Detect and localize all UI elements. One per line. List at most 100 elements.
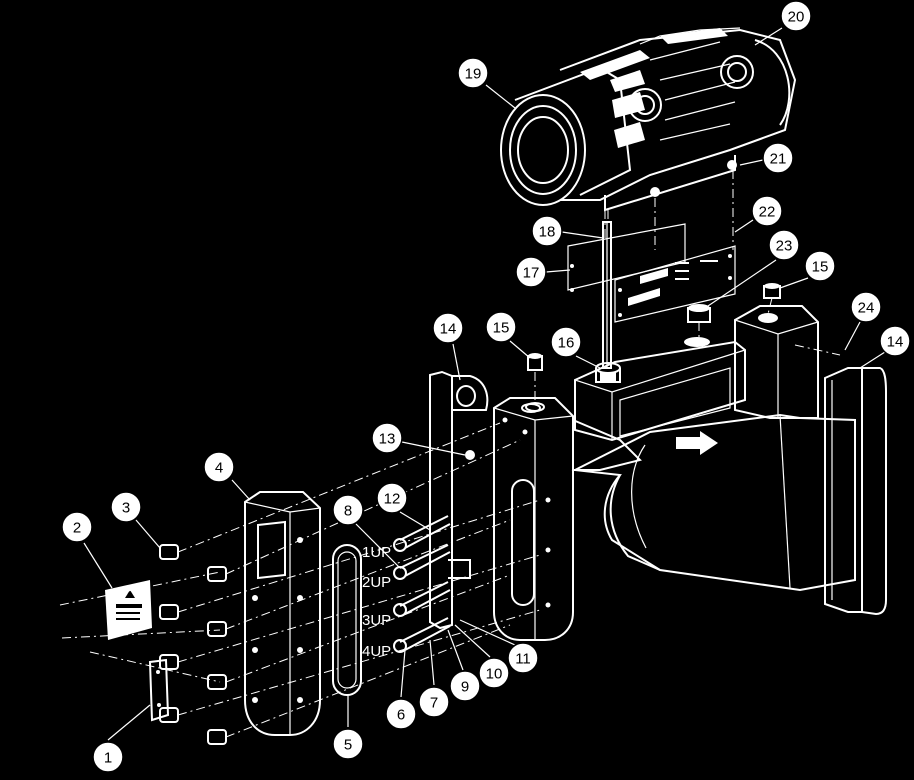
callout-label: 10 bbox=[486, 666, 503, 683]
flow-arrow bbox=[676, 431, 718, 455]
callout-label: 3 bbox=[122, 500, 130, 517]
callout-2: 2 bbox=[61, 511, 93, 543]
upstream-pillar bbox=[493, 397, 642, 641]
callout-circle bbox=[332, 494, 364, 526]
callout-circle bbox=[804, 250, 836, 282]
callout-circle bbox=[92, 741, 124, 773]
callout-16: 16 bbox=[550, 326, 582, 358]
callout-circle bbox=[478, 657, 510, 689]
part-2-caution-label bbox=[105, 580, 152, 640]
callout-circle bbox=[850, 291, 882, 323]
callout-21: 21 bbox=[762, 142, 794, 174]
part-4-cover bbox=[244, 491, 321, 736]
callout-22: 22 bbox=[751, 195, 783, 227]
callout-15b: 15 bbox=[804, 250, 836, 282]
probe-rod bbox=[602, 221, 612, 369]
bolt-label-1up: 1UP bbox=[362, 544, 391, 561]
callout-14b: 14 bbox=[879, 325, 911, 357]
bolt-label-3up: 3UP bbox=[362, 612, 391, 629]
callout-label: 7 bbox=[430, 695, 438, 712]
callout-4: 4 bbox=[203, 451, 235, 483]
callout-circle bbox=[418, 686, 450, 718]
flow-body bbox=[571, 367, 887, 616]
tap-bolts bbox=[393, 450, 475, 653]
callout-label: 14 bbox=[887, 334, 904, 351]
callout-label: 13 bbox=[379, 431, 396, 448]
callout-label: 5 bbox=[344, 737, 352, 754]
callout-14a: 14 bbox=[432, 312, 464, 344]
bolt-label-2up: 2UP bbox=[362, 574, 391, 591]
callout-8: 8 bbox=[332, 494, 364, 526]
callout-bubbles: 1234567891011121314141515161718192021222… bbox=[61, 0, 911, 773]
callout-1: 1 bbox=[92, 741, 124, 773]
callout-label: 16 bbox=[558, 335, 575, 352]
callout-label: 18 bbox=[539, 224, 556, 241]
callout-19: 19 bbox=[457, 57, 489, 89]
callout-circle bbox=[110, 491, 142, 523]
bolt-position-labels: 1UP 2UP 3UP 4UP bbox=[362, 544, 391, 660]
leader-lines bbox=[83, 27, 886, 741]
callout-11: 11 bbox=[507, 642, 539, 674]
callout-18: 18 bbox=[531, 215, 563, 247]
callout-label: 4 bbox=[215, 460, 223, 477]
callout-circle bbox=[485, 311, 517, 343]
callout-circle bbox=[879, 325, 911, 357]
callout-circle bbox=[449, 670, 481, 702]
callout-label: 23 bbox=[776, 238, 793, 255]
callout-label: 22 bbox=[759, 204, 776, 221]
callout-13: 13 bbox=[371, 422, 403, 454]
callout-23: 23 bbox=[768, 229, 800, 261]
callout-circle bbox=[507, 642, 539, 674]
callout-label: 24 bbox=[858, 300, 875, 317]
callout-10: 10 bbox=[478, 657, 510, 689]
part-5-gasket bbox=[332, 544, 362, 696]
callout-circle bbox=[515, 256, 547, 288]
callout-9: 9 bbox=[449, 670, 481, 702]
callout-label: 21 bbox=[770, 151, 787, 168]
callout-circle bbox=[61, 511, 93, 543]
part-14-plate bbox=[429, 370, 489, 630]
callout-label: 6 bbox=[397, 707, 405, 724]
assembly-lines bbox=[59, 170, 841, 738]
callout-15a: 15 bbox=[485, 311, 517, 343]
callout-label: 2 bbox=[73, 520, 81, 537]
callout-circle bbox=[751, 195, 783, 227]
transmitter bbox=[500, 27, 797, 212]
callout-label: 15 bbox=[493, 320, 510, 337]
callout-24: 24 bbox=[850, 291, 882, 323]
callout-circle bbox=[762, 142, 794, 174]
callout-label: 20 bbox=[788, 9, 805, 26]
sensor-housing bbox=[574, 337, 746, 442]
mounting-plate bbox=[567, 223, 736, 323]
callout-circle bbox=[203, 451, 235, 483]
callout-label: 14 bbox=[440, 321, 457, 338]
callout-5: 5 bbox=[332, 728, 364, 760]
callout-label: 9 bbox=[461, 679, 469, 696]
callout-12: 12 bbox=[376, 482, 408, 514]
callout-label: 8 bbox=[344, 503, 352, 520]
callout-circle bbox=[780, 0, 812, 32]
part-1-plate bbox=[148, 658, 170, 722]
callout-circle bbox=[550, 326, 582, 358]
callout-label: 17 bbox=[523, 265, 540, 282]
callout-20: 20 bbox=[780, 0, 812, 32]
callout-3: 3 bbox=[110, 491, 142, 523]
callout-circle bbox=[457, 57, 489, 89]
callout-label: 15 bbox=[812, 259, 829, 276]
bolt-label-4up: 4UP bbox=[362, 643, 391, 660]
callout-circle bbox=[332, 728, 364, 760]
callout-17: 17 bbox=[515, 256, 547, 288]
callout-circle bbox=[385, 698, 417, 730]
cap-screws bbox=[159, 544, 227, 745]
callout-6: 6 bbox=[385, 698, 417, 730]
callout-label: 19 bbox=[465, 66, 482, 83]
callout-7: 7 bbox=[418, 686, 450, 718]
callout-circle bbox=[768, 229, 800, 261]
callout-circle bbox=[371, 422, 403, 454]
callout-circle bbox=[531, 215, 563, 247]
callout-label: 1 bbox=[104, 750, 112, 767]
callout-circle bbox=[432, 312, 464, 344]
callout-label: 11 bbox=[515, 651, 531, 668]
callout-label: 12 bbox=[384, 491, 401, 508]
